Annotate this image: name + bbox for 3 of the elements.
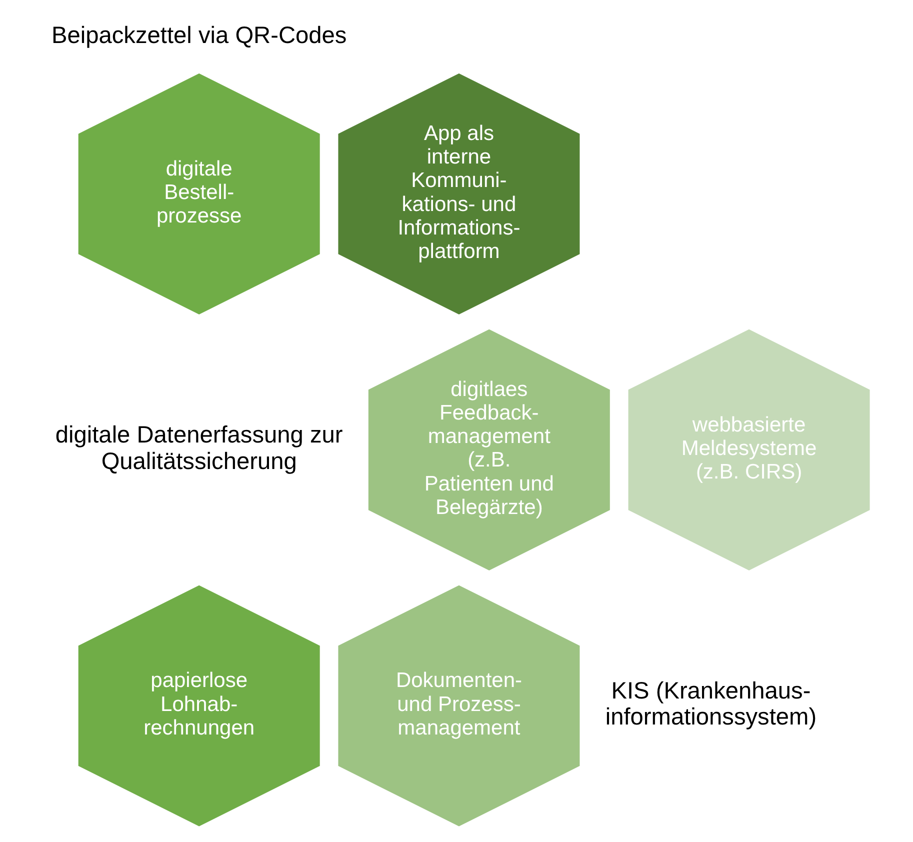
label: digitale Datenerfassung zur Qualitätssicherung xyxy=(54,422,342,475)
label: Beipackzettel via QR-Codes xyxy=(50,22,346,49)
label: KIS (Krankenhaus- informationssystem) xyxy=(604,678,816,731)
